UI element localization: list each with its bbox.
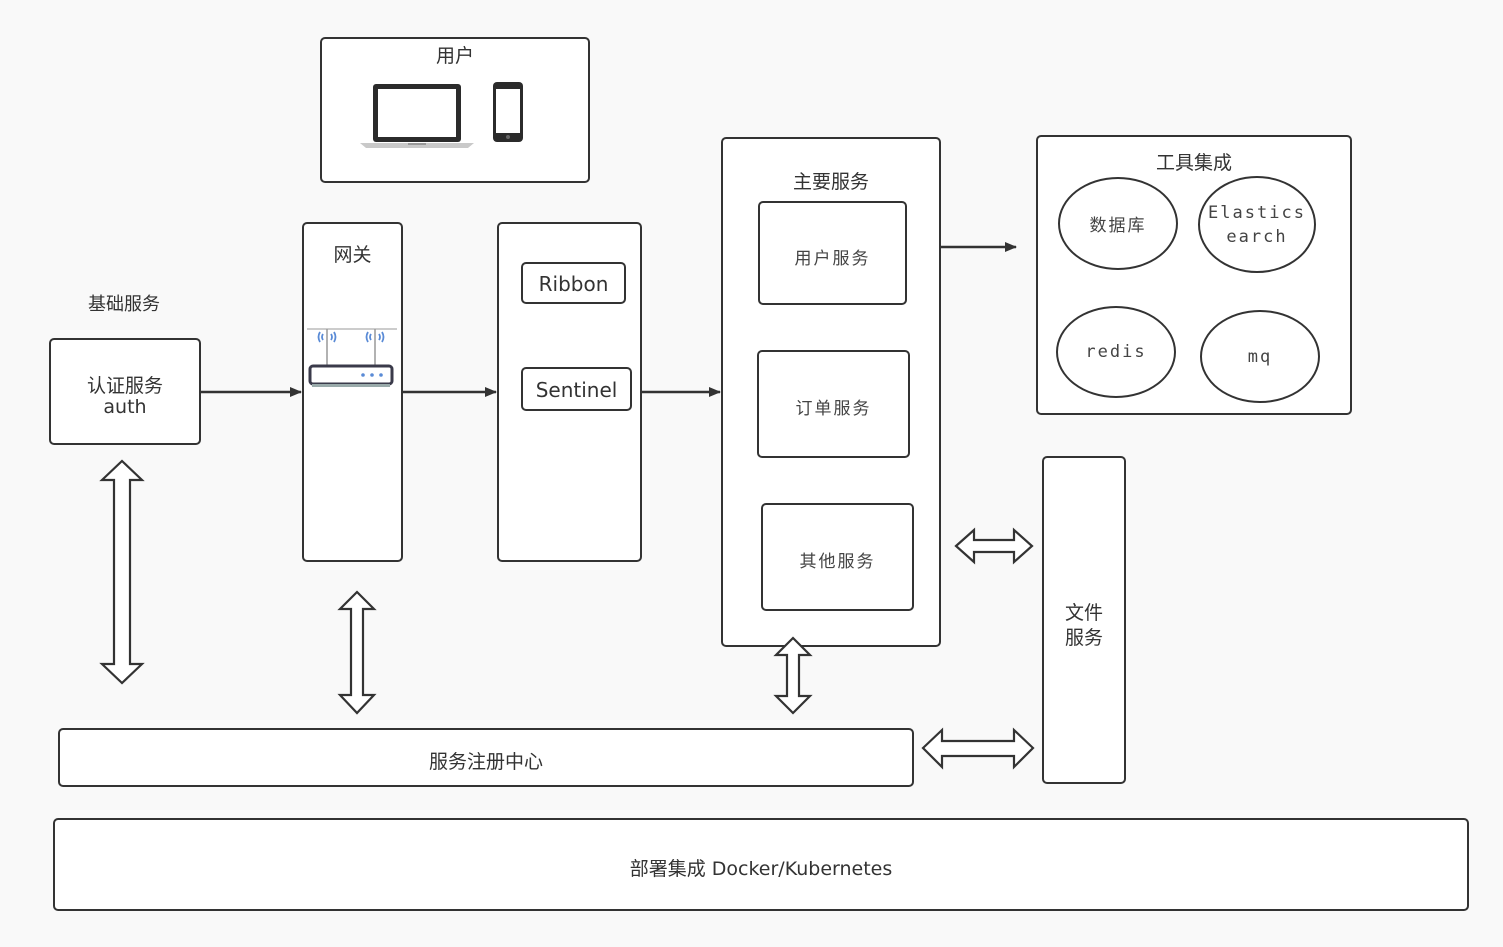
file-service-box: 文件 服务 xyxy=(1042,456,1126,784)
ribbon-box: Ribbon xyxy=(521,262,626,304)
gateway-box: 网关 xyxy=(302,222,403,562)
basic-services-title: 基础服务 xyxy=(88,294,160,315)
double-arrow-gateway-registry xyxy=(337,590,377,715)
router-icon xyxy=(307,328,397,387)
auth-service-label: 认证服务 xyxy=(86,375,163,397)
mq-node: mq xyxy=(1200,310,1320,403)
load-balancer-box: Ribbon Sentinel xyxy=(497,222,642,562)
user-service-label: 用户服务 xyxy=(794,249,871,269)
sentinel-label: Sentinel xyxy=(535,378,618,402)
order-service-label: 订单服务 xyxy=(795,399,872,419)
auth-service-box: 认证服务 auth xyxy=(49,338,201,445)
double-arrow-auth-registry xyxy=(99,459,145,685)
deployment-box: 部署集成 Docker/Kubernetes xyxy=(53,818,1469,911)
laptop-icon xyxy=(360,84,474,148)
user-service-box: 用户服务 xyxy=(758,201,907,305)
double-arrow-main-registry xyxy=(773,636,813,715)
auth-service-sublabel: auth xyxy=(103,396,147,418)
other-service-label: 其他服务 xyxy=(799,552,876,572)
file-service-label: 文件 xyxy=(1064,602,1103,624)
service-registry-label: 服务注册中心 xyxy=(428,751,543,773)
main-services-title: 主要服务 xyxy=(792,171,869,193)
mq-label: mq xyxy=(1247,346,1273,367)
service-registry-box: 服务注册中心 xyxy=(58,728,914,787)
sentinel-box: Sentinel xyxy=(521,367,632,411)
database-node: 数据库 xyxy=(1058,177,1178,270)
elasticsearch-label: Elastics earch xyxy=(1208,202,1306,247)
double-arrow-main-file xyxy=(954,527,1034,565)
user-box-title: 用户 xyxy=(435,45,474,67)
user-box: 用户 xyxy=(320,37,590,183)
ribbon-label: Ribbon xyxy=(538,272,609,296)
deployment-label: 部署集成 Docker/Kubernetes xyxy=(629,858,893,880)
tools-title: 工具集成 xyxy=(1155,152,1232,174)
other-service-box: 其他服务 xyxy=(761,503,914,611)
phone-icon xyxy=(493,82,523,142)
order-service-box: 订单服务 xyxy=(757,350,910,458)
redis-label: redis xyxy=(1085,342,1147,362)
file-service-sublabel: 服务 xyxy=(1064,627,1103,649)
redis-node: redis xyxy=(1056,306,1176,398)
main-services-box: 主要服务 用户服务 订单服务 其他服务 xyxy=(721,137,941,647)
database-label: 数据库 xyxy=(1089,216,1147,236)
double-arrow-registry-file xyxy=(921,727,1035,770)
elasticsearch-node: Elastics earch xyxy=(1198,176,1316,273)
gateway-title: 网关 xyxy=(333,244,372,266)
